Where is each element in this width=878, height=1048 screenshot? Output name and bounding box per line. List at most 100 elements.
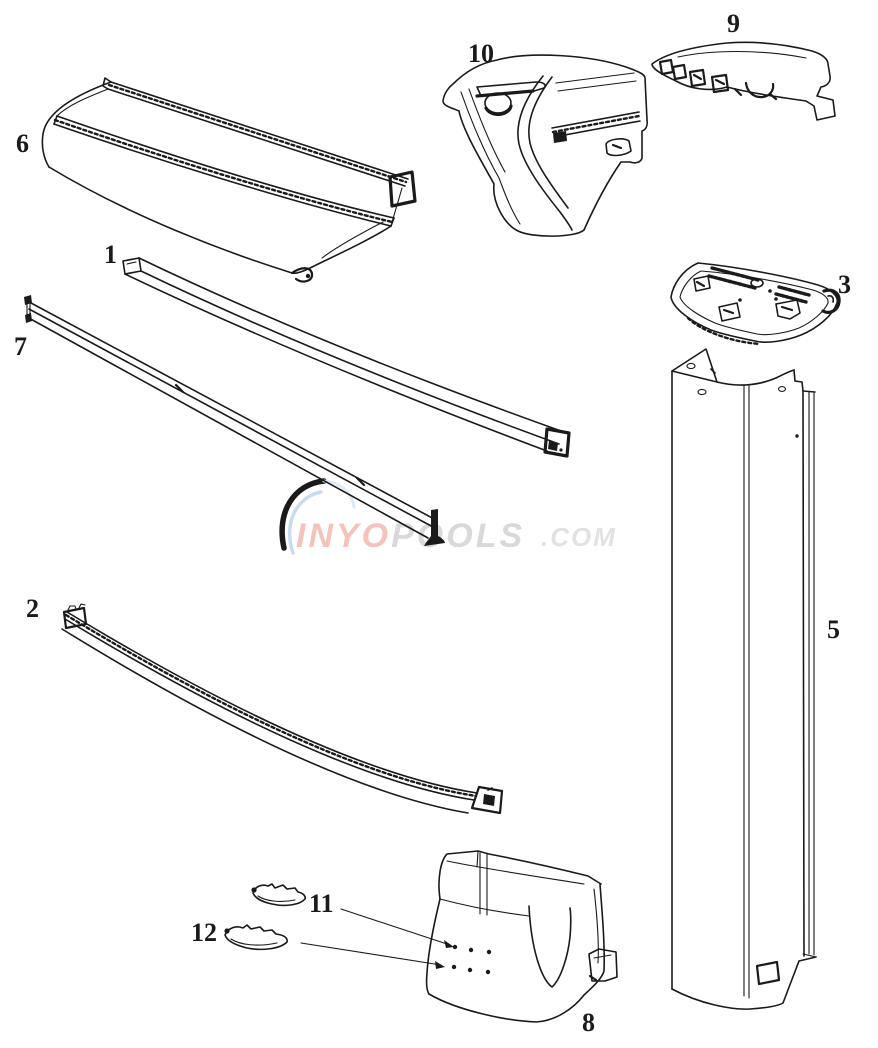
cap-tab-shadow — [475, 89, 535, 98]
rail7-joint-ticks — [174, 383, 366, 487]
rail2-end-tick — [487, 787, 493, 791]
flap-hole — [686, 362, 696, 370]
upright-bottom-slot — [755, 960, 781, 986]
cap-fold-line-2 — [528, 76, 569, 209]
rail2-top-edge — [66, 611, 478, 794]
plate-edge-ribbing — [686, 316, 762, 346]
watermark-pools: POOLS — [391, 517, 525, 555]
leader-line-12 — [300, 942, 442, 966]
cap-rail-slot — [551, 111, 641, 138]
boot-spike — [476, 850, 479, 868]
boot-hole — [451, 964, 457, 970]
clip-box-4 — [710, 73, 730, 94]
part-label-8: 8 — [582, 1008, 595, 1037]
swoosh-arc — [279, 478, 327, 551]
upright-bottom-step — [802, 953, 817, 958]
part-label-10: 10 — [468, 39, 494, 68]
clip-box-2 — [671, 63, 688, 81]
cap-clip-detail — [605, 138, 632, 157]
ledge-front-ridge-bottom — [53, 123, 392, 227]
cap-tab — [476, 81, 546, 97]
plate-l-bracket — [693, 275, 711, 292]
ledge-front-ridge-top — [56, 115, 395, 219]
part-12-clip: 12 — [191, 918, 288, 951]
ledge-front-edge — [48, 166, 293, 274]
inyo-swoosh-logo — [279, 478, 356, 555]
rail2-right-end-cap — [470, 785, 504, 815]
boot-left-edge — [425, 898, 441, 995]
boot-scoop — [528, 905, 572, 988]
plate-oval-hole — [750, 278, 764, 288]
boot-hole — [485, 969, 491, 975]
cap-clip-mark — [611, 143, 623, 150]
watermark-domain-text: .COM — [541, 522, 617, 552]
plate-bracket-mark — [780, 305, 794, 312]
plate-dot-3 — [774, 297, 778, 301]
part-label-5: 5 — [827, 615, 840, 644]
boot-foot-slot — [593, 954, 612, 959]
rail1-bottom-edge — [124, 273, 548, 452]
rail1-end-detail — [126, 261, 137, 265]
plate-outline — [670, 262, 839, 343]
ridge-end-left — [53, 115, 58, 125]
clip-mark-3 — [692, 73, 703, 81]
clip11-inner-arc — [257, 895, 296, 902]
arrowhead-12 — [435, 961, 445, 969]
part-9-inner-cap: 9 — [651, 9, 836, 121]
boot-foot-bracket — [588, 948, 618, 982]
rail2-bottom-edge — [61, 628, 469, 814]
clip-box-3 — [688, 68, 707, 88]
clip11-outline — [252, 883, 306, 907]
ledge-end-bracket — [388, 170, 417, 208]
cap-slot-shadow — [553, 131, 567, 143]
part-10-top-cap: 10 — [442, 39, 648, 237]
part-2-bottom-rail-curved: 2 — [26, 594, 504, 815]
ledge-surface-left — [56, 88, 109, 117]
plate-bracket-hole — [775, 299, 801, 320]
ledge-front-right-edge — [291, 225, 392, 275]
clip12-outline — [224, 924, 288, 951]
part-7-bottom-rail-straight: 7 — [14, 295, 445, 546]
plate-dot-2 — [738, 298, 742, 302]
clip-mark-4 — [714, 78, 726, 86]
part-label-3: 3 — [838, 270, 851, 299]
cap-rail-slot-ribbing — [551, 114, 641, 134]
rail1-end-notch — [548, 441, 558, 451]
rail7-top-edge — [30, 302, 437, 521]
rail1-top-edge — [138, 257, 562, 432]
rail7-right-anchor — [424, 509, 445, 546]
watermark-com: .COM — [541, 522, 617, 552]
cap-fold-line — [517, 75, 573, 231]
ledge-back-rail-top — [110, 81, 409, 180]
upright-top-flap — [671, 348, 718, 383]
cap-oval-shadow — [484, 104, 513, 117]
upright-rivet-dot — [795, 434, 799, 438]
leader-lines — [300, 908, 454, 969]
part-label-1: 1 — [104, 240, 117, 269]
watermark-brand-text: INYOPOOLS — [296, 517, 525, 555]
rail2-end-notch — [483, 794, 495, 806]
boot-foot-mark — [588, 974, 598, 982]
plate-slot-a — [707, 266, 760, 290]
clip-box-1 — [658, 58, 675, 76]
boot-face-top — [439, 898, 530, 917]
ledge-back-rail-end — [102, 77, 112, 90]
curl-shadow — [305, 273, 311, 279]
upright-right-hole — [777, 386, 787, 392]
arrowhead-11 — [444, 940, 454, 948]
boot-wall-inner-edge — [446, 860, 585, 885]
flap-notch — [710, 368, 716, 374]
plate-slot-b — [774, 285, 811, 304]
part-3-top-plate: 3 — [670, 262, 851, 346]
inner-cap-cup — [744, 81, 775, 99]
rail2-ribbing — [64, 613, 478, 798]
upright-right-flange — [808, 391, 815, 956]
ledge-inner-curve — [321, 221, 384, 259]
upright-bottom-edge — [671, 956, 817, 1010]
boot-bottom-edge — [428, 993, 585, 1023]
plate-right-clip — [821, 288, 841, 314]
cap-inner-wall-2 — [468, 88, 506, 173]
boot-back-wall — [438, 850, 602, 900]
part-label-2: 2 — [26, 594, 39, 623]
